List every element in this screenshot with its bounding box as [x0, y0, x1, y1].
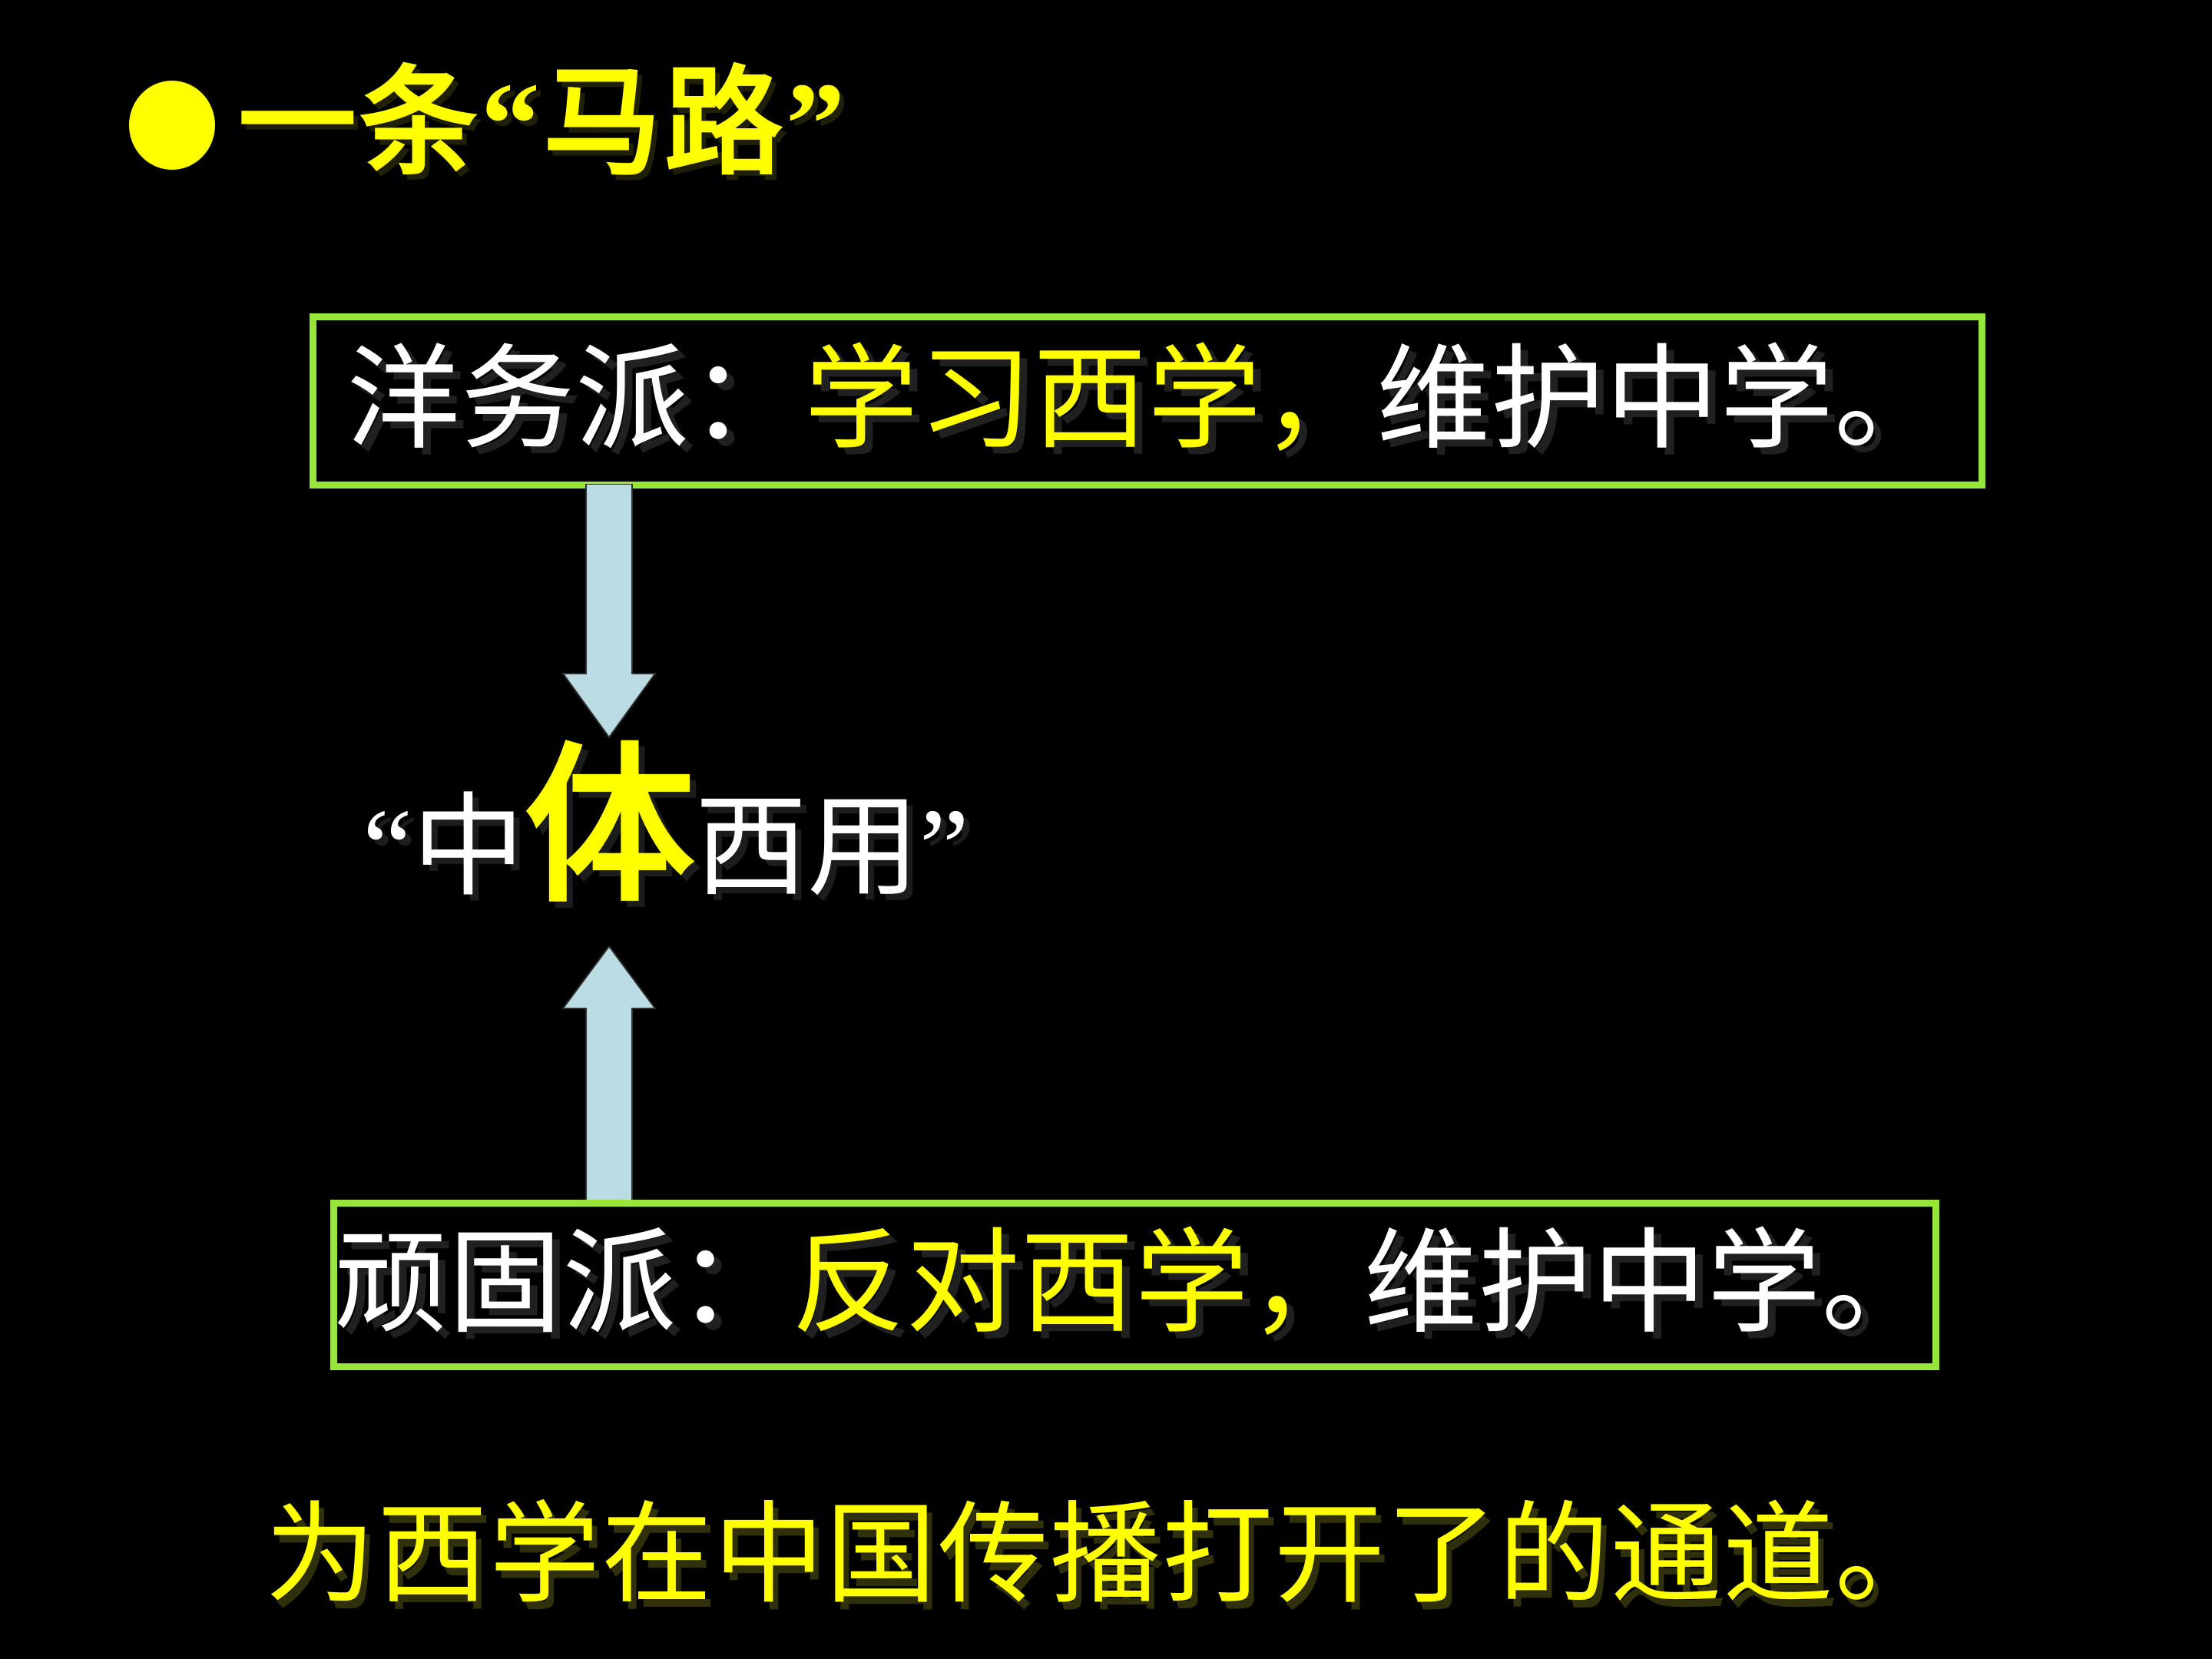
slide-title-text: 一条“马路” [238, 59, 849, 190]
statement-tail: 维护中学。 [1376, 338, 1949, 464]
center-term-suffix: 西用” [694, 786, 969, 910]
conclusion-text: 为西学在中国传播打开了的通道。 [264, 1495, 1947, 1618]
statement-box-yangwu: 洋务派：学习西学，维护中学。 [310, 313, 1985, 488]
center-term: “中 体 西用” [363, 743, 969, 914]
up-arrow-icon [561, 946, 657, 1206]
center-term-prefix: “中 [363, 786, 525, 910]
statement-tail: 维护中学。 [1363, 1222, 1936, 1348]
statement-text: 顽固派：反对西学，维护中学。 [334, 1228, 1936, 1342]
statement-box-wangu: 顽固派：反对西学，维护中学。 [330, 1200, 1939, 1370]
statement-text: 洋务派：学习西学，维护中学。 [346, 344, 1949, 458]
circle-bullet-icon [129, 80, 215, 170]
down-arrow [561, 484, 657, 739]
statement-label: 顽固派： [333, 1222, 792, 1348]
center-term-emphasis: 体 [524, 734, 695, 923]
up-arrow [561, 946, 657, 1206]
statement-highlight: 反对西学， [791, 1222, 1364, 1348]
statement-highlight: 学习西学， [804, 338, 1376, 464]
statement-label: 洋务派： [346, 338, 804, 464]
down-arrow-icon [561, 484, 657, 739]
slide-title: 一条“马路” [129, 59, 849, 190]
